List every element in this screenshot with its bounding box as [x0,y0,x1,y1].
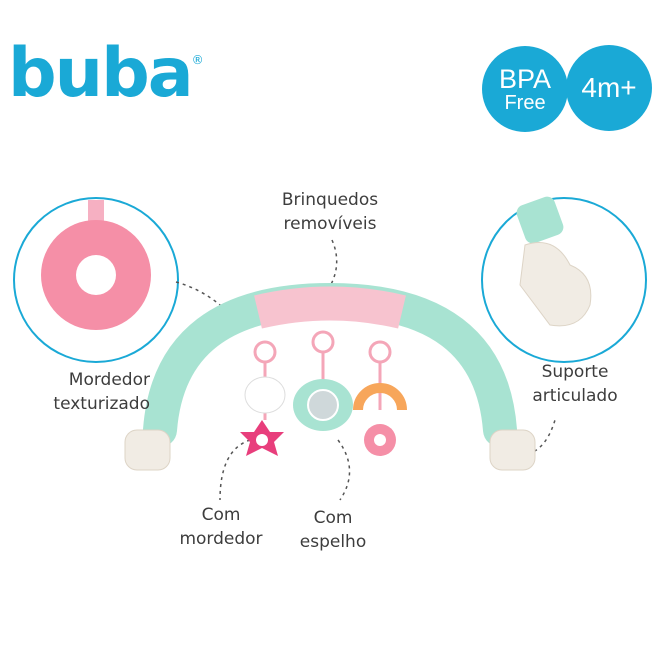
label-with-teether: Com mordedor [166,503,276,551]
label-line: Com [313,508,353,528]
label-removable-toys: Brinquedos removíveis [265,188,395,236]
age-badge: 4m+ [566,45,652,131]
logo-text: buba [8,34,194,113]
unicorn-toy [244,376,286,414]
right-clip [489,429,536,471]
clip-icon [519,242,592,327]
registered-mark: ® [191,53,204,67]
label-line: espelho [299,532,367,552]
label-line: Com [201,505,241,525]
rainbow-toy [353,383,407,411]
label-line: Suporte [541,362,609,382]
bpa-free-badge: BPA Free [482,46,568,132]
left-clip [124,429,171,471]
label-line: Brinquedos [281,190,379,210]
label-textured-teether: Mordedor texturizado [30,368,150,416]
label-with-mirror: Com espelho [283,506,383,554]
arch-pink-center [254,286,406,329]
free-text: Free [504,91,546,114]
age-text: 4m+ [581,72,637,103]
support-fabric [516,196,564,244]
label-line: mordedor [179,529,263,549]
label-articulated-support: Suporte articulado [520,360,630,408]
label-line: articulado [532,386,618,406]
label-line: removíveis [283,214,377,234]
label-line: Mordedor [68,370,150,390]
bpa-text: BPA [498,63,552,94]
label-line: texturizado [53,394,150,414]
buba-logo: buba® [8,40,204,108]
